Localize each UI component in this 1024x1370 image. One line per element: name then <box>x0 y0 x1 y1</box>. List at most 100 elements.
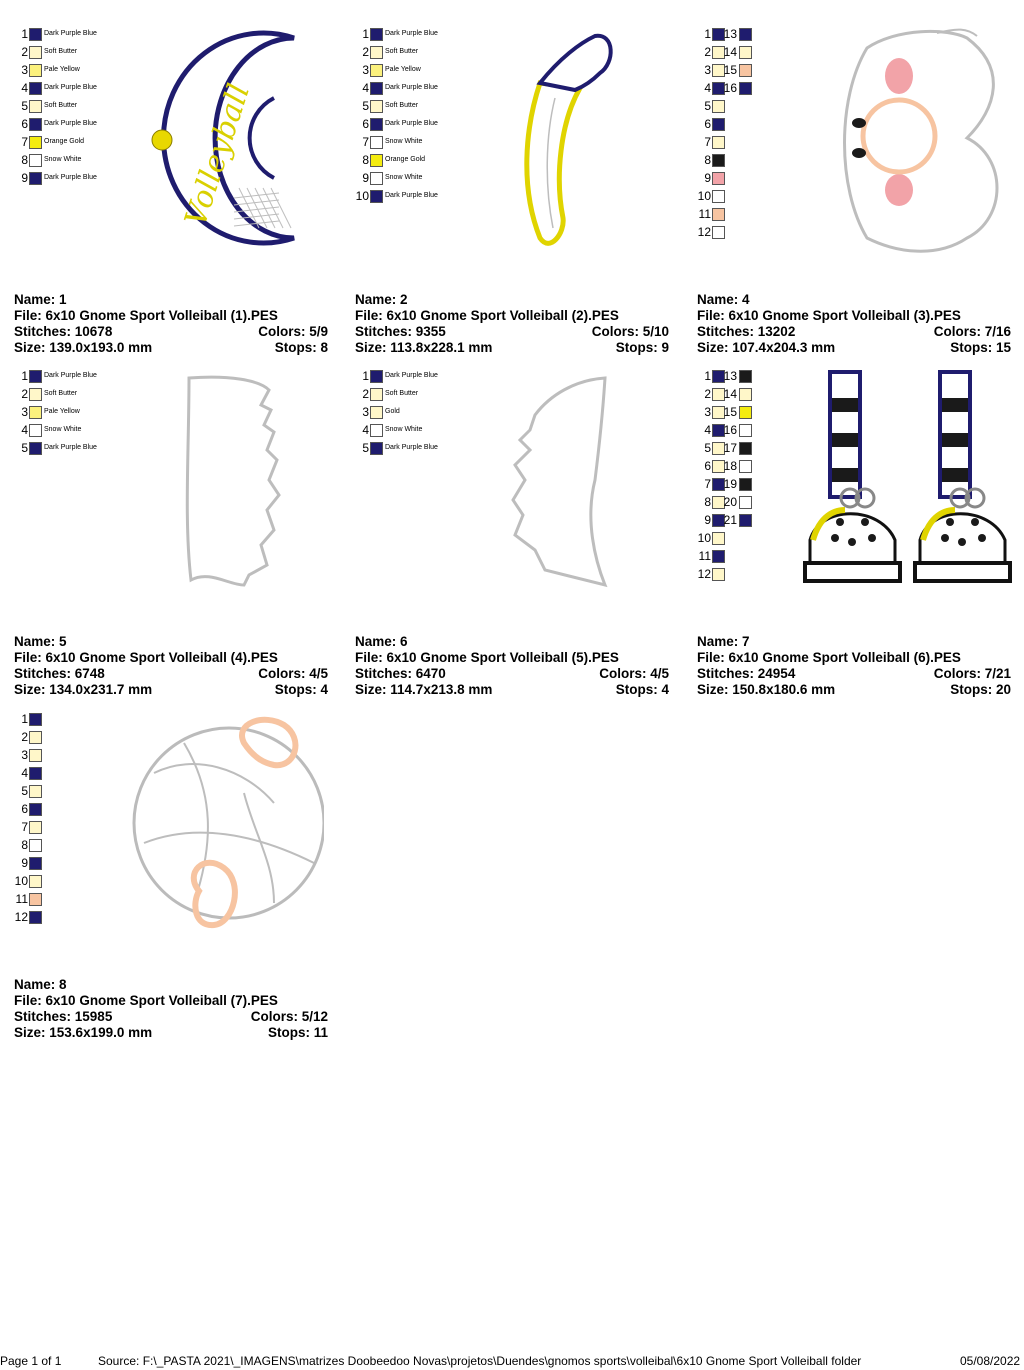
file-label: File: <box>355 308 383 323</box>
color-swatch <box>739 28 752 41</box>
design-name: 4 <box>742 292 750 307</box>
design-stitches: 24954 <box>757 666 796 681</box>
stitches-label: Stitches: <box>14 1009 72 1024</box>
name-label: Name: <box>697 634 739 649</box>
color-swatch <box>370 64 383 77</box>
color-number: 11 <box>698 549 711 563</box>
color-number: 1 <box>21 712 28 726</box>
color-number: 8 <box>362 153 369 167</box>
size-label: Size: <box>355 340 387 355</box>
color-number: 6 <box>362 117 369 131</box>
color-name: Gold <box>385 408 400 415</box>
color-swatch <box>739 478 752 491</box>
strap-stripe <box>832 398 858 412</box>
net-line <box>233 220 280 227</box>
color-swatch <box>370 190 383 203</box>
color-number: 1 <box>21 369 28 383</box>
color-number: 3 <box>362 63 369 77</box>
design-file: 6x10 Gnome Sport Volleiball (5).PES <box>386 650 619 665</box>
stitches-label: Stitches: <box>697 666 755 681</box>
cheek-bottom <box>885 174 913 206</box>
color-swatch <box>29 136 42 149</box>
size-label: Size: <box>14 1025 46 1040</box>
net-line <box>238 187 260 229</box>
name-label: Name: <box>697 292 739 307</box>
strap-stripe <box>832 433 858 447</box>
color-swatch <box>29 118 42 131</box>
design-name: 1 <box>59 292 67 307</box>
stitches-label: Stitches: <box>14 666 72 681</box>
color-number: 3 <box>704 405 711 419</box>
color-name: Pale Yellow <box>44 408 80 415</box>
design-file: 6x10 Gnome Sport Volleiball (1).PES <box>45 308 278 323</box>
net-line <box>233 199 280 206</box>
stops-label: Stops: <box>267 1025 310 1040</box>
color-number: 10 <box>355 189 369 203</box>
color-swatch <box>712 388 725 401</box>
color-number: 8 <box>21 153 28 167</box>
color-name: Soft Butter <box>44 48 78 55</box>
strap-stripe <box>832 468 858 482</box>
color-number: 3 <box>362 405 369 419</box>
shoe-accent <box>920 507 956 541</box>
size-label: Size: <box>355 682 387 697</box>
color-number: 4 <box>704 423 711 437</box>
color-number: 2 <box>21 387 28 401</box>
name-label: Name: <box>14 977 56 992</box>
design-size: 107.4x204.3 mm <box>732 340 836 355</box>
color-name: Pale Yellow <box>385 66 421 73</box>
design-size: 134.0x231.7 mm <box>49 682 153 697</box>
color-name: Dark Purple Blue <box>44 174 97 181</box>
design-colors: 7/16 <box>984 324 1011 339</box>
color-number: 4 <box>362 423 369 437</box>
stops-label: Stops: <box>615 340 658 355</box>
design-file: 6x10 Gnome Sport Volleiball (7).PES <box>45 993 278 1008</box>
embroidery-preview <box>132 716 324 929</box>
design-file: 6x10 Gnome Sport Volleiball (2).PES <box>386 308 619 323</box>
color-swatch <box>712 226 725 239</box>
eye-bottom <box>852 148 866 158</box>
name-label: Name: <box>355 292 397 307</box>
stops-label: Stops: <box>274 682 317 697</box>
shoe-sole <box>803 561 902 583</box>
color-swatch <box>370 424 383 437</box>
color-number: 4 <box>704 81 711 95</box>
eye-top <box>852 118 866 128</box>
color-swatch <box>370 136 383 149</box>
color-name: Dark Purple Blue <box>385 192 438 199</box>
design-colors: 4/5 <box>309 666 328 681</box>
color-name: Soft Butter <box>44 390 78 397</box>
color-swatch <box>712 496 725 509</box>
design-name: 8 <box>59 977 67 992</box>
color-swatch <box>29 28 42 41</box>
color-name: Soft Butter <box>385 102 419 109</box>
hat-detail <box>546 97 556 229</box>
color-swatch <box>712 208 725 221</box>
eyelet <box>848 538 856 546</box>
color-number: 12 <box>697 567 711 581</box>
size-label: Size: <box>14 340 46 355</box>
design-stops: 11 <box>313 1025 328 1040</box>
color-swatch <box>712 136 725 149</box>
color-name: Dark Purple Blue <box>44 444 97 451</box>
design-file: 6x10 Gnome Sport Volleiball (4).PES <box>45 650 278 665</box>
file-label: File: <box>14 650 42 665</box>
color-number: 7 <box>21 135 28 149</box>
color-swatch <box>29 911 42 924</box>
cheek-top <box>885 58 913 94</box>
color-number: 1 <box>362 369 369 383</box>
embroidery-preview <box>524 33 613 246</box>
embroidery-preview <box>803 370 1012 583</box>
color-number: 10 <box>697 189 711 203</box>
color-number: 5 <box>704 441 711 455</box>
design-colors: 5/12 <box>301 1009 328 1024</box>
inner-arc <box>247 96 275 180</box>
